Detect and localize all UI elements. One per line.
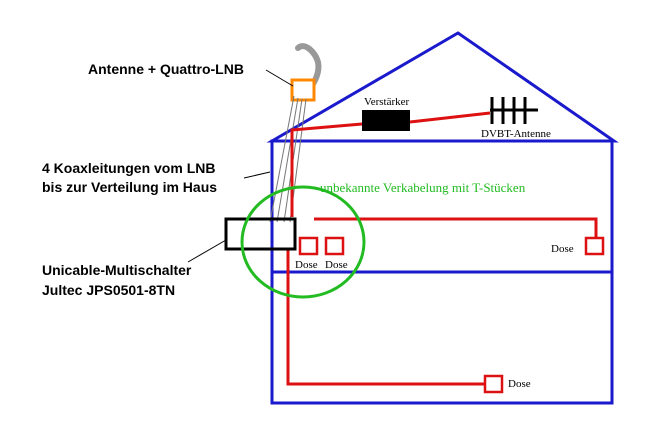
socket-2-label: Dose <box>325 259 348 271</box>
cable-dvbt-amplifier <box>290 122 363 217</box>
socket-1-label: Dose <box>295 259 318 271</box>
socket-2-box <box>324 236 345 256</box>
socket-4-box <box>483 374 504 394</box>
socket-1-box <box>298 236 319 256</box>
multiswitch-label-line2: Jultec JPS0501-8TN <box>42 282 175 298</box>
amplifier-label: Verstärker <box>364 96 410 108</box>
satellite-dish <box>290 43 322 102</box>
dvbt-antenna-icon <box>490 97 538 124</box>
antenna-label: Antenne + Quattro-LNB <box>88 61 244 77</box>
house <box>266 31 619 405</box>
lnb-icon <box>290 78 316 102</box>
coax-label-line1: 4 Koaxleitungen vom LNB <box>42 160 215 176</box>
dvbt-label: DVBT-Antenne <box>481 128 551 140</box>
house-roof <box>266 31 619 143</box>
amplifier-box <box>362 110 410 131</box>
socket-3-box <box>584 236 605 256</box>
cable-right-socket <box>314 217 598 238</box>
pointer-coax <box>243 171 271 179</box>
pointer-antenna <box>265 69 294 87</box>
multiswitch-box <box>224 217 297 251</box>
label-pointers <box>187 69 294 263</box>
unknown-cabling-circle <box>240 185 366 299</box>
socket-4-label: Dose <box>508 378 531 390</box>
cable-amplifier-antenna <box>409 111 491 124</box>
coax-cables <box>269 95 307 223</box>
multiswitch-label-line1: Unicable-Multischalter <box>42 262 192 278</box>
coax-label-line2: bis zur Verteilung im Haus <box>42 179 217 195</box>
red-cables <box>286 111 598 386</box>
unknown-cabling-label: unbekannte Verkabelung mit T-Stücken <box>320 180 526 195</box>
pointer-switch <box>187 239 227 263</box>
socket-3-label: Dose <box>551 243 574 255</box>
